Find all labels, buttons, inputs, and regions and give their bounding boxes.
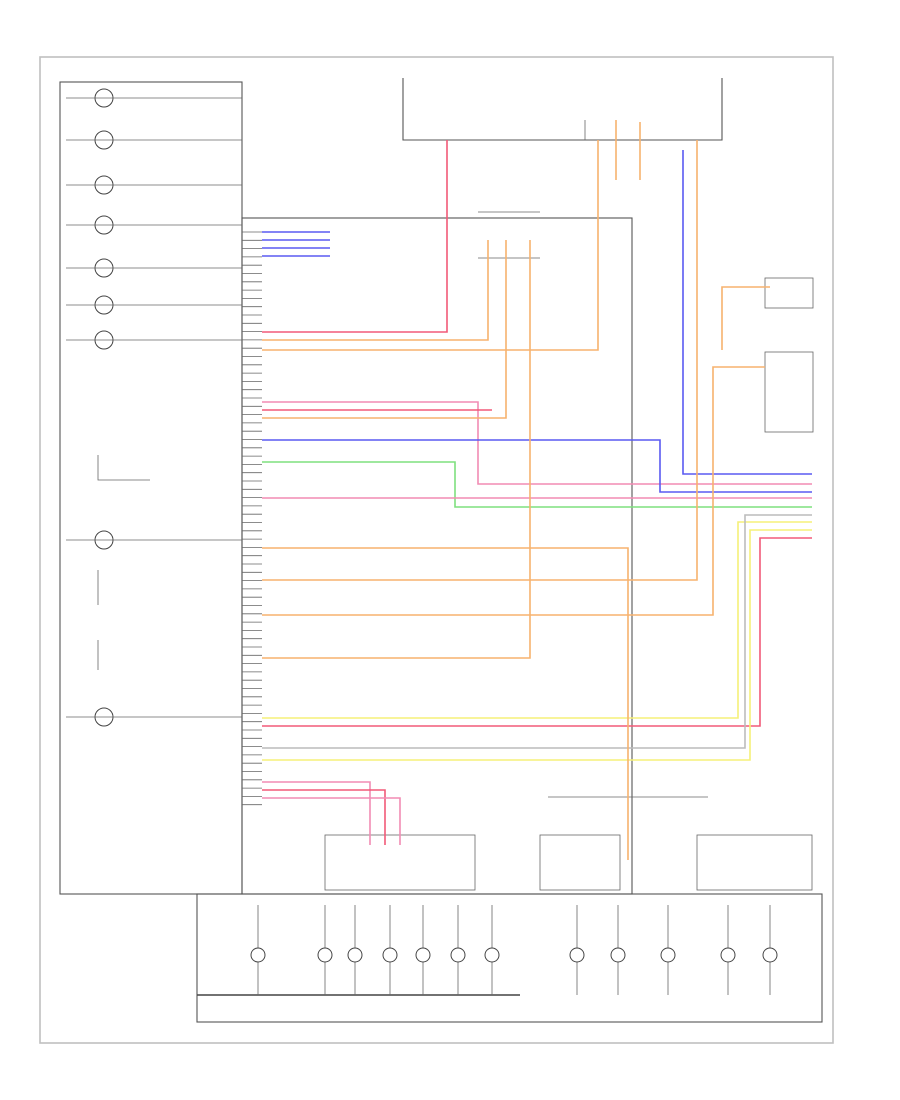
bottom-lamp-7 bbox=[569, 947, 585, 963]
door-switch-symbol bbox=[97, 455, 150, 481]
wire-red-24 bbox=[262, 789, 386, 845]
wire-red-4 bbox=[262, 140, 448, 333]
wire-orange-6 bbox=[262, 140, 599, 351]
cluster-connector-box bbox=[241, 217, 633, 895]
lower-module-box-2 bbox=[539, 834, 621, 891]
wire-orange-5 bbox=[262, 240, 489, 341]
bottom-lamp-9 bbox=[660, 947, 676, 963]
wire-orange-16 bbox=[262, 240, 531, 659]
bottom-lamp-2 bbox=[347, 947, 363, 963]
bottom-lamp-block bbox=[196, 893, 823, 1023]
bottom-lamp-3 bbox=[382, 947, 398, 963]
wire-orange-9 bbox=[262, 240, 507, 419]
bottom-lamp-6 bbox=[484, 947, 500, 963]
wire-gray-21 bbox=[262, 514, 812, 749]
wire-blue-13 bbox=[682, 150, 812, 475]
right-sensor-box-2 bbox=[764, 351, 814, 433]
wire-orange-22 bbox=[262, 547, 629, 860]
bottom-lamp-group bbox=[250, 905, 778, 995]
bottom-lamp-5 bbox=[450, 947, 466, 963]
bottom-lamp-1 bbox=[317, 947, 333, 963]
wire-orange-14 bbox=[262, 140, 698, 581]
instrument-cluster-box bbox=[59, 81, 243, 895]
wire-red-19 bbox=[262, 537, 812, 727]
bottom-lamp-8 bbox=[610, 947, 626, 963]
wire-pink-23 bbox=[262, 781, 371, 845]
wire-green-11 bbox=[262, 461, 812, 508]
cluster-row-group bbox=[66, 88, 262, 806]
wire-group bbox=[262, 120, 812, 860]
diagram-frame bbox=[39, 56, 834, 1044]
wire-orange-17 bbox=[721, 286, 770, 350]
wire-yellow-20 bbox=[262, 529, 812, 761]
bottom-lamp-10 bbox=[720, 947, 736, 963]
wire-pink-7 bbox=[262, 401, 812, 485]
wire-orange-15 bbox=[262, 366, 765, 616]
right-sensor-box-1 bbox=[764, 277, 814, 309]
lower-module-box-3 bbox=[696, 834, 813, 891]
bottom-lamp-0 bbox=[250, 947, 266, 963]
bottom-lamp-11 bbox=[762, 947, 778, 963]
wire-pink-25 bbox=[262, 797, 401, 845]
fuse-block-outline bbox=[402, 78, 723, 141]
bottom-lamp-4 bbox=[415, 947, 431, 963]
wire-blue-10 bbox=[262, 439, 812, 493]
wire-yellow-18 bbox=[262, 521, 812, 719]
